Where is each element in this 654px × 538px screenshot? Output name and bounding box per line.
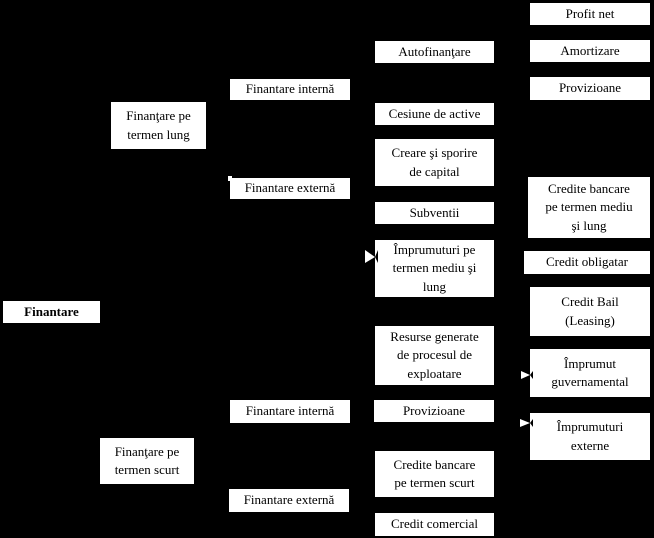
node-imprumut-guvernamental: Împrumut guvernamental [530,349,650,397]
node-imprumuturi-termen-mediu-lung: Împrumuturi pe termen mediu şi lung [375,240,494,297]
node-provizioane-scurt: Provizioane [374,400,494,422]
node-credite-bancare-scurt: Credite bancare pe termen scurt [375,451,494,497]
node-cesiune-de-active: Cesiune de active [375,103,494,125]
node-creare-sporire-capital: Creare şi sporire de capital [375,139,494,186]
node-credite-bancare-mediu-lung: Credite bancare pe termen mediu şi lung [528,177,650,238]
node-resurse-generate: Resurse generate de procesul de exploata… [375,326,494,385]
node-subventii: Subventii [375,202,494,224]
node-amortizare: Amortizare [530,40,650,62]
node-finantare-root: Finantare [3,301,100,323]
arrowhead-fragment-icon [521,371,533,379]
node-credit-obligatar: Credit obligatar [524,251,650,274]
node-provizioane-lung: Provizioane [530,77,650,100]
node-finantare-termen-lung: Finanţare pe termen lung [111,102,206,149]
arrowhead-fragment-icon [365,250,378,263]
node-finantare-interna-scurt: Finantare internă [230,400,350,423]
arrowhead-fragment-icon [520,419,533,427]
node-autofinantare: Autofinanţare [375,41,494,63]
node-finantare-interna-lung: Finantare internă [230,79,350,100]
node-credit-bail: Credit Bail (Leasing) [530,287,650,336]
node-finantare-externa-lung: Finantare externă [230,178,350,199]
node-finantare-termen-scurt: Finanţare pe termen scurt [100,438,194,484]
node-profit-net: Profit net [530,3,650,25]
arrowhead-fragment-icon [228,176,232,181]
node-imprumuturi-externe: Împrumuturi externe [530,413,650,460]
node-credit-comercial: Credit comercial [375,513,494,536]
node-finantare-externa-scurt: Finantare externă [229,489,349,512]
